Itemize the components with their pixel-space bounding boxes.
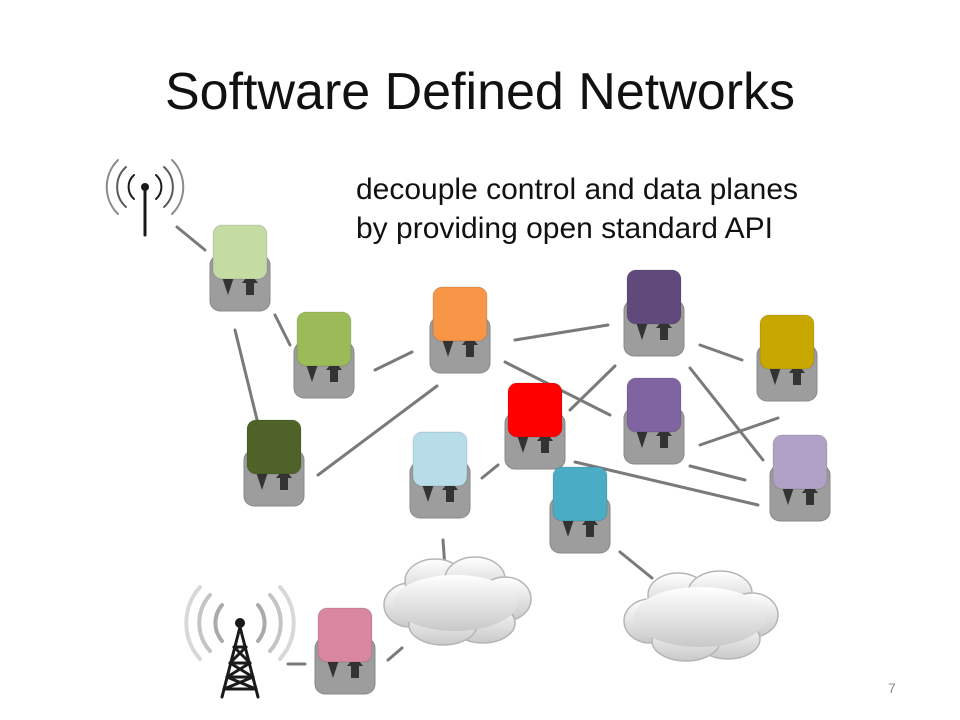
subtitle: decouple control and data planes by prov… — [356, 170, 798, 248]
network-switch-icon — [769, 434, 831, 522]
link — [373, 350, 414, 372]
switches — [209, 224, 831, 695]
network-switch-icon — [314, 607, 376, 695]
cloud-icon — [383, 556, 532, 646]
subtitle-line-1: decouple control and data planes — [356, 173, 799, 206]
page-number: 7 — [888, 680, 896, 696]
link — [513, 323, 610, 342]
wireless-antenna-icon — [105, 159, 185, 237]
network-switch-icon — [293, 311, 355, 399]
network-switch-icon — [623, 269, 685, 357]
slide-title: Software Defined Networks — [164, 63, 796, 121]
network-switch-icon — [623, 377, 685, 465]
link — [573, 460, 760, 507]
link — [316, 384, 439, 477]
network-switch-icon — [409, 431, 471, 519]
link — [698, 416, 780, 447]
link — [688, 464, 747, 482]
network-switch-icon — [243, 419, 305, 507]
link — [175, 225, 207, 252]
link — [568, 364, 617, 412]
link — [480, 463, 500, 480]
cell-tower-icon — [184, 585, 296, 699]
subtitle-line-2: by providing open standard API — [356, 212, 773, 245]
network-switch-icon — [756, 314, 818, 402]
link — [698, 343, 744, 362]
network-switch-icon — [209, 224, 271, 312]
link — [273, 313, 292, 347]
network-switch-icon — [549, 466, 611, 554]
link — [688, 366, 765, 462]
link — [386, 646, 404, 662]
cloud-icon — [623, 570, 779, 662]
network-switch-icon — [504, 382, 566, 470]
network-links — [175, 225, 780, 666]
network-switch-icon — [429, 286, 491, 374]
link — [618, 550, 654, 580]
